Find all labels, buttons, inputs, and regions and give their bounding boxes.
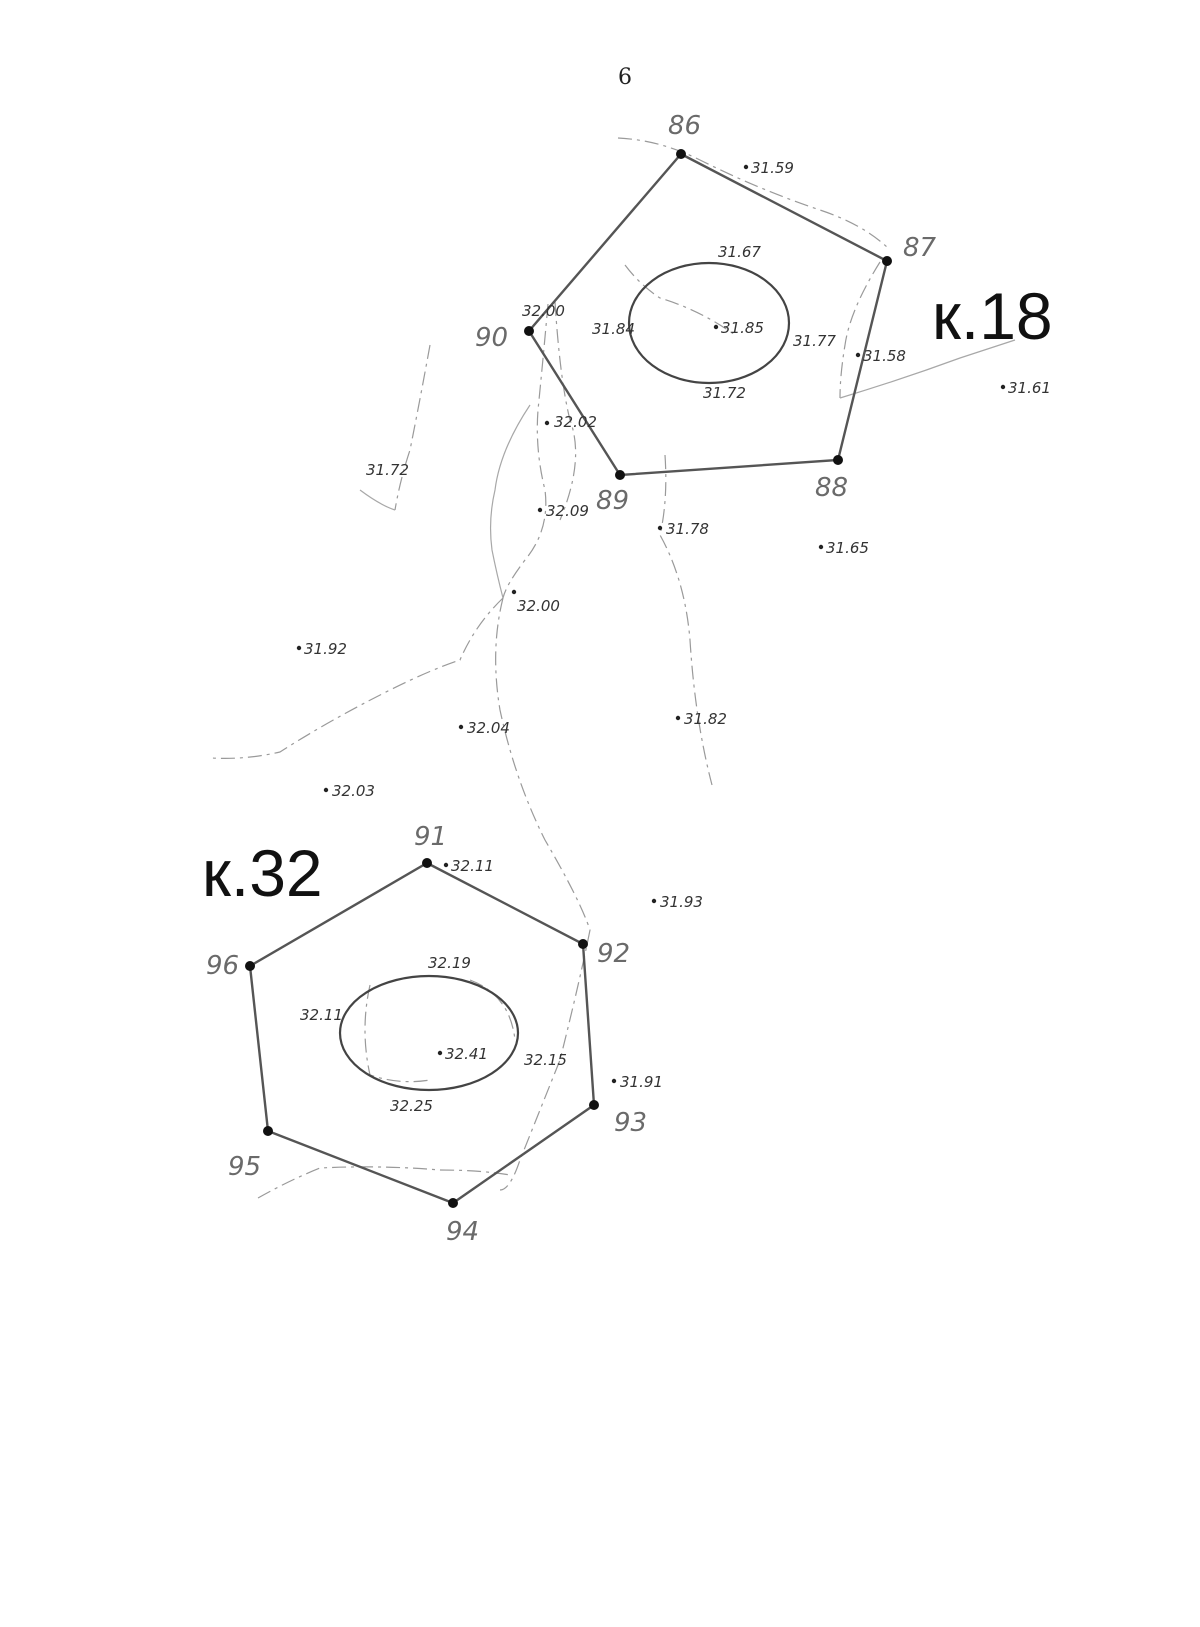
elev-3182: 31.82 — [684, 710, 727, 728]
elev-3172a: 31.72 — [703, 384, 746, 402]
page-number: 6 — [618, 65, 632, 90]
vertex-label-91: 91 — [414, 822, 447, 852]
plot-k18-boundary — [527, 152, 889, 477]
vertex-label-88: 88 — [815, 473, 848, 503]
vertex-91-dot — [422, 858, 432, 868]
vertex-label-95: 95 — [228, 1152, 261, 1182]
vertex-90-dot — [524, 326, 534, 336]
elev-3215: 32.15 — [524, 1051, 567, 1069]
elev-3182-dot — [675, 715, 681, 721]
elev-3185: 31.85 — [721, 319, 764, 337]
elev-3241-dot — [437, 1050, 443, 1056]
elev-3191: 31.91 — [620, 1073, 663, 1091]
elev-3219: 32.19 — [428, 954, 471, 972]
elev-3192: 31.92 — [304, 640, 347, 658]
elev-3203-dot — [323, 787, 329, 793]
vertex-label-96: 96 — [206, 951, 239, 981]
elev-3191-dot — [611, 1078, 617, 1084]
elev-3158: 31.58 — [863, 347, 906, 365]
vertex-96-dot — [245, 961, 255, 971]
vertex-88-dot — [833, 455, 843, 465]
vertex-92-dot — [578, 939, 588, 949]
elev-3211a: 32.11 — [451, 857, 494, 875]
elev-3158-dot — [855, 352, 861, 358]
vertex-label-92: 92 — [597, 939, 630, 969]
elev-3202: 32.02 — [554, 413, 597, 431]
elev-3203: 32.03 — [332, 782, 375, 800]
plot-k18-contour — [627, 261, 791, 385]
elev-3184: 31.84 — [592, 320, 635, 338]
elev-3165: 31.65 — [826, 539, 869, 557]
vertex-94-dot — [448, 1198, 458, 1208]
elev-3178: 31.78 — [666, 520, 709, 538]
vertex-86-dot — [676, 149, 686, 159]
vertex-label-94: 94 — [446, 1217, 479, 1247]
elev-3204-dot — [458, 724, 464, 730]
elev-3200a: 32.00 — [522, 302, 565, 320]
plot-label-k18: к.18 — [932, 279, 1053, 353]
vertex-93-dot — [589, 1100, 599, 1110]
elev-3165-dot — [818, 544, 824, 550]
elev-3211a-dot — [443, 862, 449, 868]
elev-3204: 32.04 — [467, 719, 510, 737]
elev-3167: 31.67 — [718, 243, 761, 261]
plot-k32-boundary — [248, 861, 596, 1205]
vertex-label-89: 89 — [596, 486, 629, 516]
elev-3161: 31.61 — [1008, 379, 1051, 397]
vertex-label-90: 90 — [475, 323, 508, 353]
elev-3177: 31.77 — [793, 332, 836, 350]
vertex-label-93: 93 — [614, 1108, 647, 1138]
terrain-lines — [211, 137, 1016, 1199]
plot-k32: 91 92 93 94 95 96 к.32 — [202, 822, 647, 1247]
elev-3159-dot — [743, 164, 749, 170]
elev-3172b: 31.72 — [366, 461, 409, 479]
elev-3225: 32.25 — [390, 1097, 433, 1115]
elev-3192-dot — [296, 645, 302, 651]
elev-3209-dot — [537, 507, 543, 513]
plot-label-k32: к.32 — [202, 836, 323, 910]
elev-3178-dot — [657, 525, 663, 531]
elev-3193-dot — [651, 898, 657, 904]
elev-3193: 31.93 — [660, 893, 703, 911]
elev-3159: 31.59 — [751, 159, 794, 177]
elev-3211b: 32.11 — [300, 1006, 343, 1024]
plot-k18: 86 87 88 89 90 к.18 — [475, 111, 1053, 516]
vertex-label-86: 86 — [668, 111, 701, 141]
elev-3209: 32.09 — [546, 502, 589, 520]
vertex-label-87: 87 — [903, 233, 937, 263]
vertex-95-dot — [263, 1126, 273, 1136]
plot-k32-contour — [338, 974, 520, 1092]
spot-elevations: 31.59 31.67 32.00 31.84 31.85 31.77 31.5… — [296, 159, 1051, 1115]
elev-3200b-dot — [511, 589, 517, 595]
elev-3185-dot — [713, 324, 719, 330]
elev-3200b: 32.00 — [517, 597, 560, 615]
elev-3241: 32.41 — [445, 1045, 488, 1063]
elev-3161-dot — [1000, 384, 1006, 390]
vertex-89-dot — [615, 470, 625, 480]
elev-3202-dot — [544, 420, 550, 426]
vertex-87-dot — [882, 256, 892, 266]
